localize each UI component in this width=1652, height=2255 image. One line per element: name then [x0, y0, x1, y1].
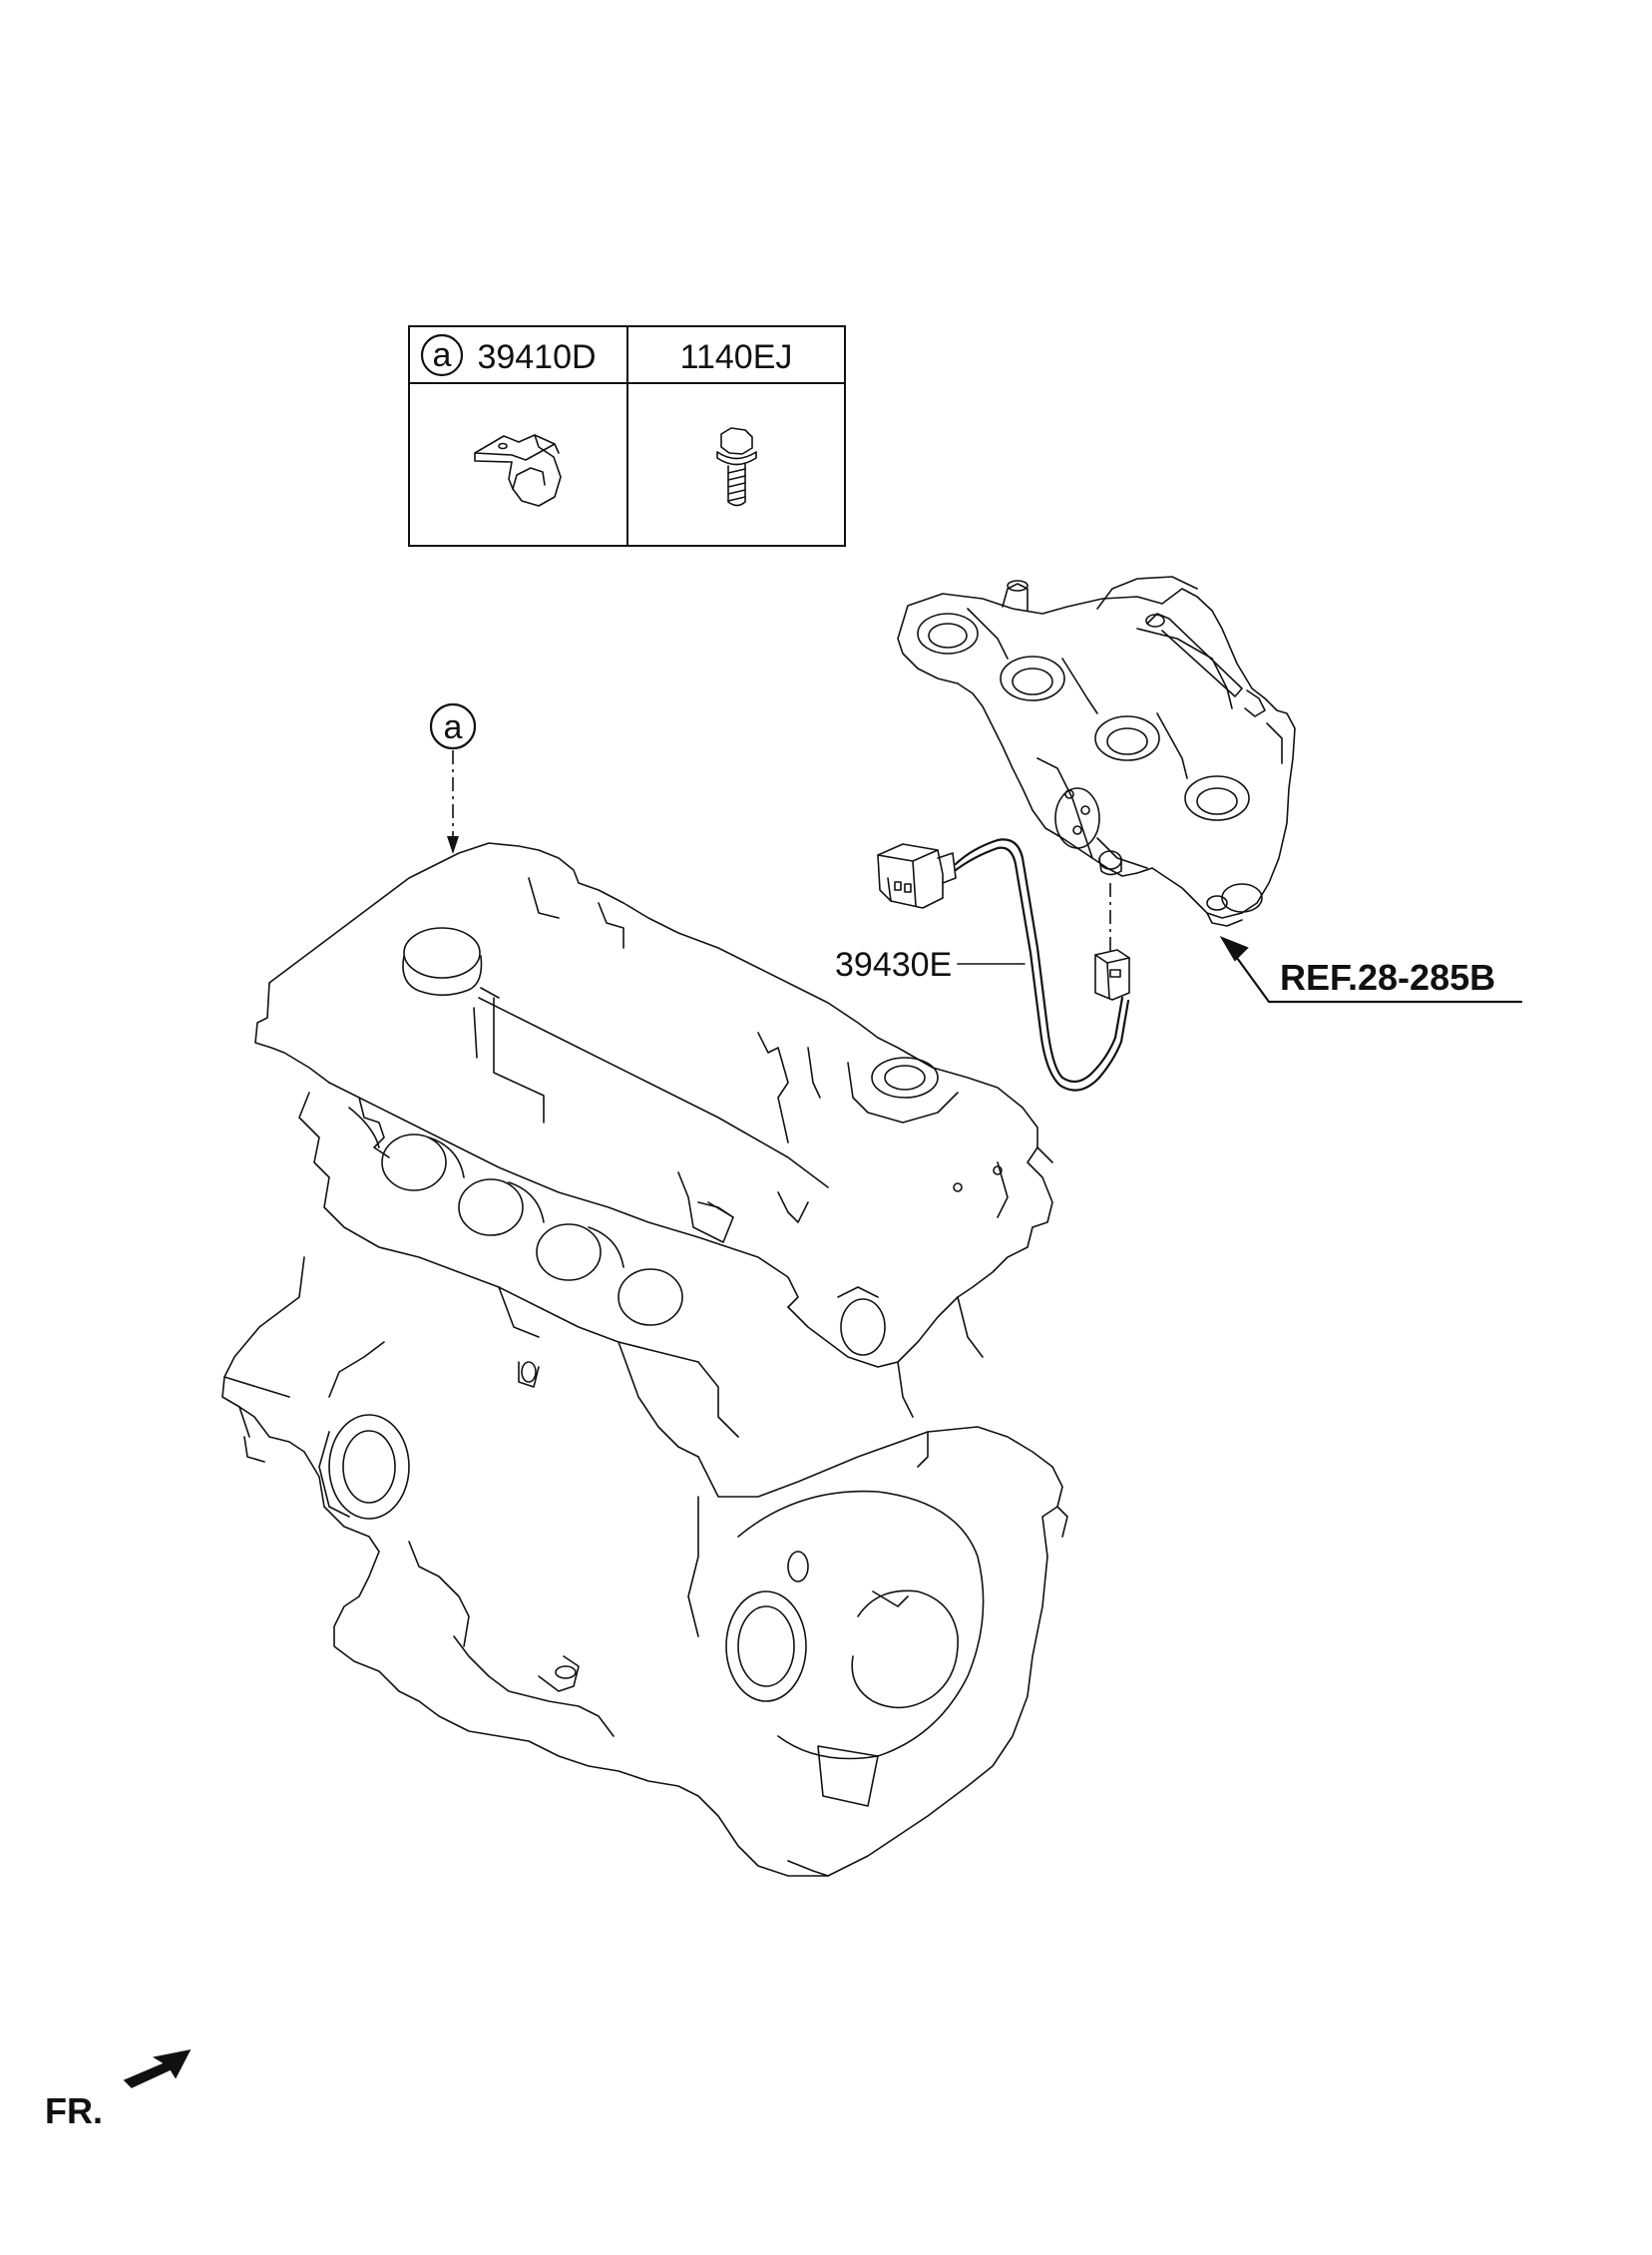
engine-callout-letter: a [444, 708, 463, 746]
table-callout-circle [420, 333, 464, 377]
sensor-harness [877, 838, 1130, 1092]
front-indicator: FR. [45, 2048, 192, 2131]
table-callout-letter: a [433, 336, 452, 374]
bolt-icon[interactable] [716, 427, 757, 507]
reference-callout: REF.28-285B [1219, 935, 1523, 1004]
exhaust-manifold [897, 576, 1296, 927]
part-number-1140EJ[interactable]: 1140EJ [680, 338, 793, 376]
bracket-icon[interactable] [474, 434, 562, 507]
engine-callout-arrow-icon [447, 836, 459, 854]
engine-callout-circle [429, 702, 477, 750]
reference-leader [1235, 956, 1271, 1004]
sensor-part-label[interactable]: 39430E [835, 946, 952, 984]
part-number-39410D[interactable]: 39410D [477, 338, 596, 376]
reference-label[interactable]: REF.28-285B [1280, 957, 1495, 998]
engine-callout: a [429, 702, 477, 854]
reference-arrow-icon [1219, 935, 1249, 962]
front-label: FR. [45, 2090, 103, 2131]
parts-table: a 39410D 1140EJ [408, 325, 846, 547]
engine-assembly [221, 842, 1068, 1877]
front-arrow-icon [123, 2048, 192, 2088]
